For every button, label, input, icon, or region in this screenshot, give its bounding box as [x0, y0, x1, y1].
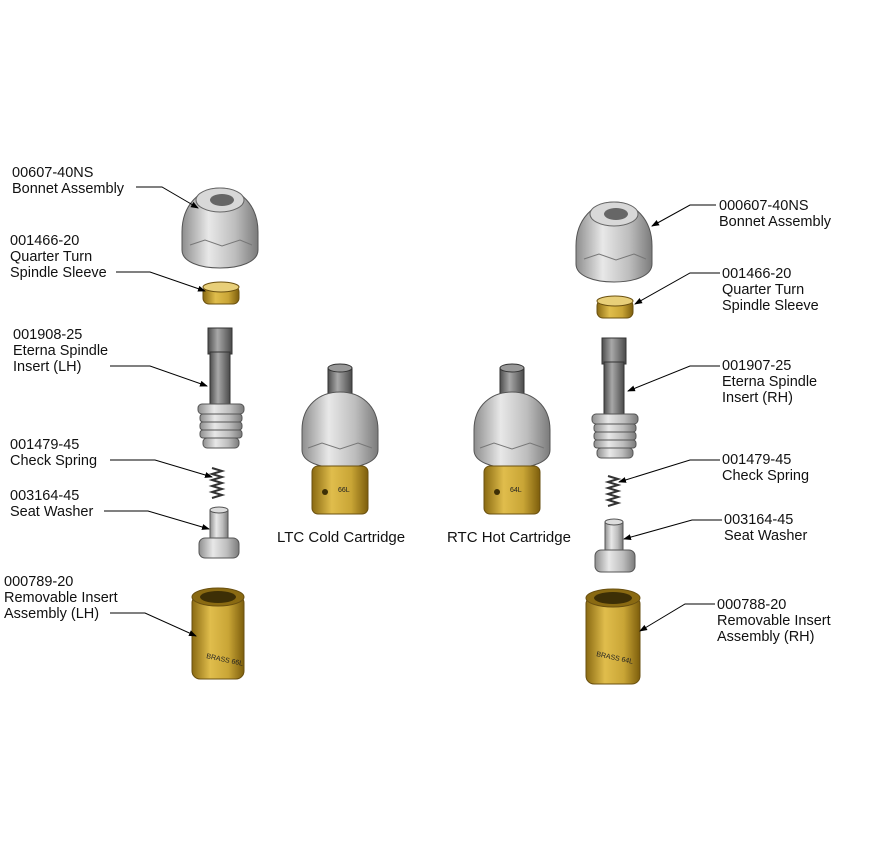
- part-number: 000607-40NS: [719, 198, 809, 214]
- part-name: Spindle Sleeve: [722, 298, 819, 314]
- leader-left-spring: [110, 459, 213, 478]
- left-bonnet-assembly: [181, 187, 259, 269]
- right-bonnet-assembly: [575, 201, 653, 283]
- part-name: Check Spring: [10, 453, 98, 469]
- right-seat-washer: [594, 518, 636, 573]
- right-bonnet-label: 000607-40NS Bonnet Assembly: [719, 198, 831, 230]
- right-insert-label: 000788-20 Removable Insert Assembly (RH): [717, 597, 831, 645]
- part-number: 003164-45: [724, 512, 794, 528]
- part-name: Removable Insert: [4, 590, 118, 606]
- leader-right-insert: [639, 603, 715, 632]
- left-spindle-label: 001908-25 Eterna Spindle Insert (LH): [13, 327, 108, 375]
- leader-right-bonnet: [651, 204, 716, 227]
- left-spring-label: 001479-45 Check Spring: [10, 437, 97, 469]
- part-name: Seat Washer: [724, 528, 808, 544]
- part-name: Insert (LH): [13, 359, 82, 375]
- left-insert-label: 000789-20 Removable Insert Assembly (LH): [4, 574, 118, 622]
- leader-left-spindle: [110, 365, 208, 387]
- leader-left-sleeve: [116, 271, 206, 292]
- part-name: Spindle Sleeve: [10, 265, 107, 281]
- part-name: Assembly (LH): [4, 606, 100, 622]
- left-sleeve-label: 001466-20 Quarter Turn Spindle Sleeve: [10, 233, 107, 281]
- left-check-spring: [208, 467, 226, 499]
- part-name: Bonnet Assembly: [719, 214, 832, 230]
- right-check-spring: [604, 475, 622, 507]
- right-spindle-sleeve: [596, 295, 634, 319]
- ltc-stamp: 66L: [338, 487, 350, 494]
- leader-left-washer: [104, 510, 210, 530]
- part-name: Insert (RH): [722, 390, 793, 406]
- part-name: Bonnet Assembly: [12, 181, 125, 197]
- part-number: 001466-20: [10, 233, 80, 249]
- right-sleeve-label: 001466-20 Quarter Turn Spindle Sleeve: [722, 266, 819, 314]
- part-number: 00607-40NS: [12, 165, 94, 181]
- part-number: 001479-45: [10, 437, 80, 453]
- right-washer-label: 003164-45 Seat Washer: [724, 512, 807, 544]
- part-number: 003164-45: [10, 488, 80, 504]
- rtc-caption: RTC Hot Cartridge: [447, 529, 571, 546]
- part-name: Quarter Turn: [10, 249, 93, 265]
- leader-right-spring: [618, 459, 720, 483]
- rtc-hot-cartridge: [473, 363, 551, 515]
- part-name: Seat Washer: [10, 504, 94, 520]
- right-removable-insert: [585, 588, 641, 685]
- part-name: Quarter Turn: [722, 282, 805, 298]
- right-spring-label: 001479-45 Check Spring: [722, 452, 809, 484]
- left-spindle-insert: [197, 327, 245, 449]
- left-bonnet-label: 00607-40NS Bonnet Assembly: [12, 165, 124, 197]
- leader-left-insert: [110, 612, 197, 637]
- part-number: 001907-25: [722, 358, 792, 374]
- ltc-cold-cartridge: [301, 363, 379, 515]
- rtc-stamp: 64L: [510, 487, 522, 494]
- part-name: Assembly (RH): [717, 629, 815, 645]
- part-name: Removable Insert: [717, 613, 831, 629]
- part-name: Eterna Spindle: [722, 374, 818, 390]
- part-name: Eterna Spindle: [13, 343, 109, 359]
- leader-right-sleeve: [634, 272, 720, 305]
- right-leader-lines: [618, 204, 722, 632]
- leader-left-bonnet: [136, 186, 199, 209]
- part-number: 000789-20: [4, 574, 74, 590]
- left-spindle-sleeve: [202, 281, 240, 305]
- left-seat-washer: [198, 506, 240, 559]
- leader-right-spindle: [627, 365, 720, 392]
- part-name: Check Spring: [722, 468, 810, 484]
- ltc-caption: LTC Cold Cartridge: [277, 529, 406, 546]
- left-leader-lines: [104, 186, 213, 637]
- part-number: 001908-25: [13, 327, 83, 343]
- part-number: 000788-20: [717, 597, 787, 613]
- left-removable-insert: [191, 587, 245, 680]
- right-spindle-insert: [591, 337, 639, 459]
- part-number: 001466-20: [722, 266, 792, 282]
- right-spindle-label: 001907-25 Eterna Spindle Insert (RH): [722, 358, 817, 406]
- left-washer-label: 003164-45 Seat Washer: [10, 488, 93, 520]
- part-number: 001479-45: [722, 452, 792, 468]
- leader-right-washer: [623, 519, 722, 541]
